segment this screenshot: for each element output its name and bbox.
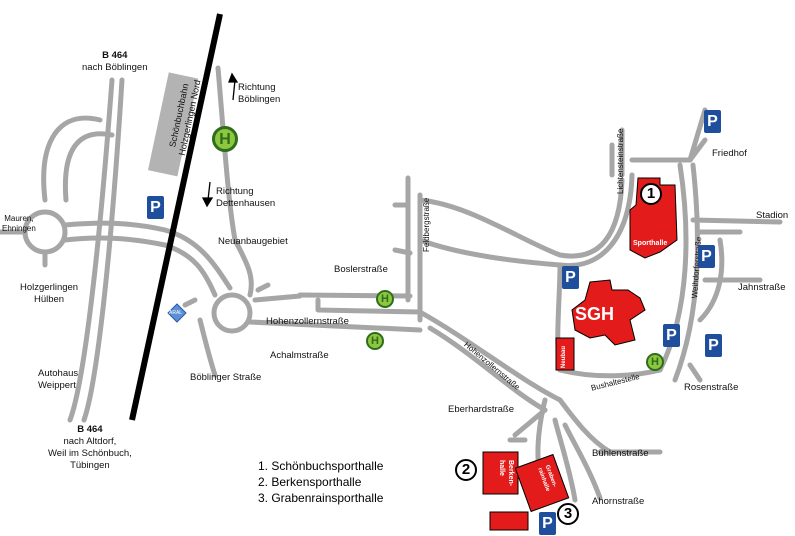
label-friedhof: Friedhof xyxy=(712,148,747,159)
label-lichtensteinstrasse: Lichtensteinstraße xyxy=(616,128,625,194)
legend-item-1: 1. Schönbuchsporthalle xyxy=(258,459,384,473)
marker-3: 3 xyxy=(557,503,579,525)
label-boslerstrasse: Boslerstraße xyxy=(334,264,388,275)
building-neubau-label: Neubau xyxy=(561,345,567,368)
parking-icon: P xyxy=(663,324,680,347)
roundabout-east xyxy=(211,292,253,334)
direction-south-line1: Richtung xyxy=(216,186,254,197)
bus-stop-icon: H xyxy=(646,353,664,371)
road-weihdorferstrasse xyxy=(657,162,689,373)
label-mauren: Mauren,Ehningen xyxy=(2,214,36,233)
direction-south-label: Richtung Dettenhausen xyxy=(216,186,275,210)
marker-1: 1 xyxy=(640,183,662,205)
parking-icon: P xyxy=(704,110,721,133)
highway-south-dest3: Tübingen xyxy=(70,460,110,471)
legend-item-2: 2. Berkensporthalle xyxy=(258,475,362,489)
railway-label-box xyxy=(147,72,199,177)
building-sgh-shape xyxy=(571,279,646,346)
highway-b464-east xyxy=(81,77,125,423)
label-achalmstrasse: Achalmstraße xyxy=(270,350,329,361)
parking-icon: P xyxy=(562,266,579,289)
legend: 1. Schönbuchsporthalle 2. Berkensporthal… xyxy=(258,458,383,506)
direction-north-label: Richtung Böblingen xyxy=(238,82,280,106)
label-eberhardstrasse: Eberhardstraße xyxy=(448,404,515,415)
highway-south-dest2: Weil im Schönbuch, xyxy=(48,448,132,459)
label-hohenzollernstrasse: Hohenzollernstraße xyxy=(266,316,349,327)
marker-2: 2 xyxy=(455,459,477,481)
building-berkenhalle-shape xyxy=(482,451,519,495)
building-small-shape xyxy=(489,511,529,531)
aral-icon xyxy=(167,303,187,323)
ramp-north-loop-inner xyxy=(62,131,115,203)
highway-south-label: B 464 nach Altdorf, Weil im Schönbuch, T… xyxy=(48,424,132,472)
parking-icon: P xyxy=(705,334,722,357)
direction-south-line2: Dettenhausen xyxy=(216,198,276,209)
bus-stop-icon: H xyxy=(212,126,238,152)
label-ahornstrasse: Ahornstraße xyxy=(592,496,645,507)
ramp-north-loop xyxy=(41,115,103,203)
road-hohenzollernstrasse xyxy=(247,319,423,333)
highway-south-dest1: nach Altdorf, xyxy=(63,436,117,447)
label-aral: ARAL xyxy=(169,310,183,316)
highway-north-label: B 464 nach Böblingen xyxy=(82,50,148,74)
label-jahnstrasse: Jahnstraße xyxy=(738,282,786,293)
parking-icon: P xyxy=(147,196,164,219)
highway-b464-west xyxy=(67,77,115,423)
label-feldbergstrasse: Feldbergstraße xyxy=(422,197,431,252)
building-berkenhalle-label: Berken- halle xyxy=(498,460,514,487)
direction-north-line1: Richtung xyxy=(238,82,276,93)
label-rosenstrasse: Rosenstraße xyxy=(684,382,739,393)
highway-north-name: B 464 xyxy=(102,50,128,61)
building-neubau-shape xyxy=(555,337,575,371)
label-neuanbaugebiet: Neuanbaugebiet xyxy=(218,236,288,247)
building-grabenrain-shape xyxy=(514,453,570,513)
direction-north-line2: Böblingen xyxy=(238,94,281,105)
building-sgh-label: SGH xyxy=(575,304,615,324)
bus-stop-icon: H xyxy=(366,332,384,350)
label-stadion: Stadion xyxy=(756,210,789,221)
label-buehlenstrasse: Bühlenstraße xyxy=(592,448,649,459)
parking-icon: P xyxy=(698,245,715,268)
railway-line xyxy=(129,13,223,421)
legend-item-3: 3. Grabenrainsporthalle xyxy=(258,491,384,505)
building-sporthalle-label: Sporthalle xyxy=(633,240,668,247)
parking-icon: P xyxy=(539,512,556,535)
label-boeblinger-strasse: Böblinger Straße xyxy=(190,372,262,383)
highway-south-name: B 464 xyxy=(77,424,103,435)
highway-north-dest: nach Böblingen xyxy=(82,62,148,73)
bus-stop-icon: H xyxy=(376,290,394,308)
